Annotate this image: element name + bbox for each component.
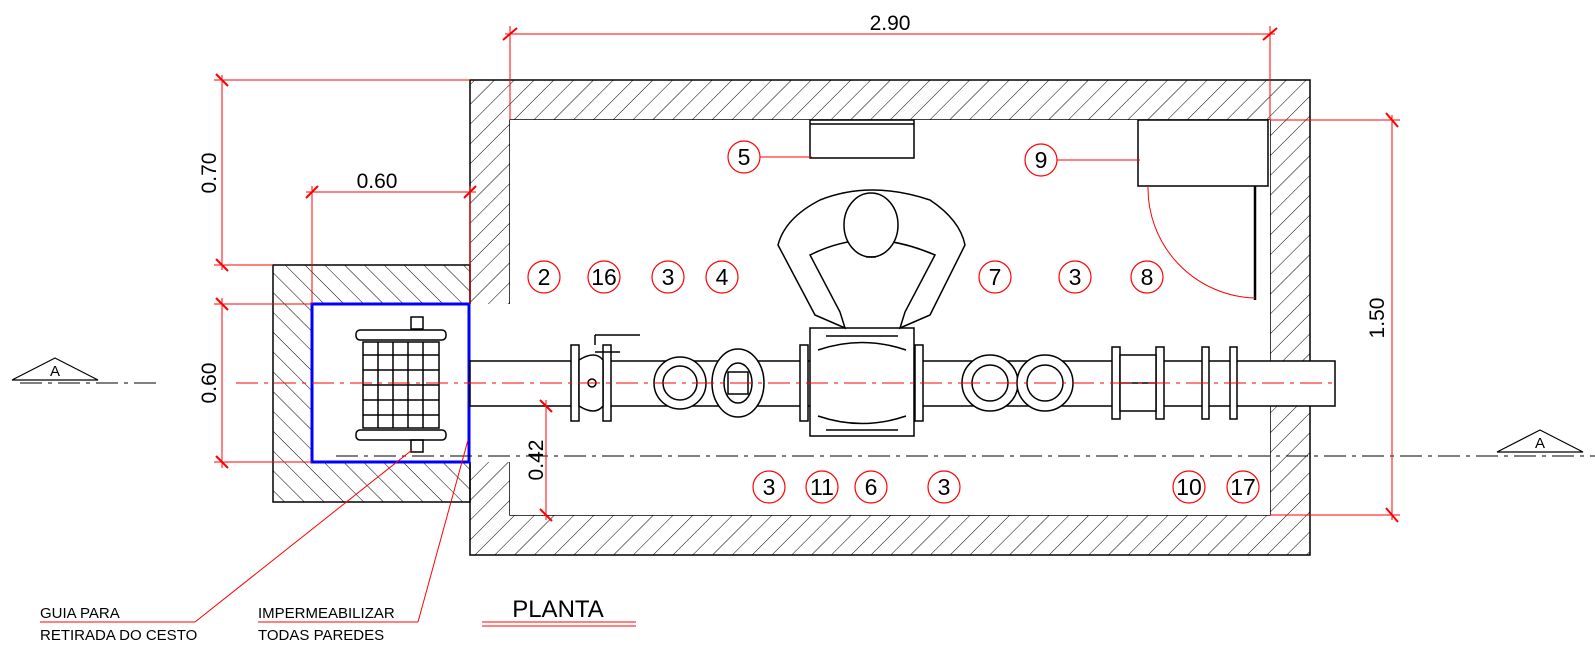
item-balloon: 5: [727, 140, 761, 174]
item-balloon-circle: [587, 260, 621, 294]
item-balloon: 3: [1058, 260, 1092, 294]
item-balloon-label: 7: [989, 264, 1002, 290]
item-balloon: 16: [587, 260, 621, 294]
item-balloon-label: 16: [591, 264, 617, 290]
control-panel: [1137, 119, 1269, 300]
dim-basket-width: 0.60: [357, 170, 398, 193]
note-waterproof-line1: IMPERMEABILIZAR: [258, 605, 395, 622]
item-balloon-circle: [1130, 260, 1164, 294]
item-balloon-label: 11: [810, 474, 834, 500]
item-balloon-label: 4: [716, 264, 729, 290]
item-balloon-label: 9: [1035, 147, 1048, 173]
dim-pipe-axis-offset: 0.42: [525, 440, 548, 481]
item-balloon-circle: [651, 260, 685, 294]
item-balloon-circle: [527, 260, 561, 294]
item-balloon-label: 2: [538, 264, 551, 290]
trash-basket: [355, 316, 447, 453]
item-balloon-circle: [805, 470, 839, 504]
item-balloon: 6: [854, 470, 888, 504]
item-balloon-circle: [705, 260, 739, 294]
item-balloon: 3: [752, 470, 786, 504]
door-swing-arc: [1147, 185, 1256, 299]
item-balloon-circle: [727, 140, 761, 174]
item-balloon: 9: [1024, 143, 1058, 177]
item-balloon-circle: [1172, 470, 1206, 504]
section-marker-right: [1496, 429, 1584, 453]
item-balloon: 17: [1226, 470, 1260, 504]
item-balloon-label: 8: [1141, 264, 1154, 290]
item-balloon-label: 17: [1230, 474, 1256, 500]
item-balloon: 11: [805, 470, 839, 504]
wall-bracket: [809, 119, 915, 159]
item-balloon-label: 3: [1069, 264, 1082, 290]
water-meter: [799, 327, 924, 437]
item-balloon-circle: [978, 260, 1012, 294]
item-balloon: 4: [705, 260, 739, 294]
item-balloon-label: 3: [763, 474, 776, 500]
drawing-title: PLANTA: [512, 596, 604, 623]
item-balloon-circle: [1058, 260, 1092, 294]
note-waterproof-line2: TODAS PAREDES: [258, 627, 384, 644]
dim-upper-offset: 0.70: [198, 153, 221, 194]
item-balloon-circle: [927, 470, 961, 504]
item-balloon: 3: [651, 260, 685, 294]
dim-height-total: 1.50: [1366, 298, 1389, 339]
item-balloon-circle: [1226, 470, 1260, 504]
item-balloon-label: 3: [662, 264, 675, 290]
note-guide-line1: GUIA PARA: [40, 605, 120, 622]
item-balloon: 8: [1130, 260, 1164, 294]
item-balloon: 2: [527, 260, 561, 294]
section-marker-left-label: A: [50, 363, 60, 380]
section-marker-right-label: A: [1535, 435, 1545, 452]
item-balloon-label: 6: [865, 474, 878, 500]
item-balloon-circle: [854, 470, 888, 504]
dim-basket-height: 0.60: [198, 363, 221, 404]
item-balloon-label: 5: [738, 144, 751, 170]
item-balloon: 7: [978, 260, 1012, 294]
item-balloon: 10: [1172, 470, 1206, 504]
item-balloon: 3: [927, 470, 961, 504]
note-leaders: [40, 439, 636, 627]
dim-width-total: 2.90: [870, 12, 911, 35]
section-marker-left: [11, 357, 99, 381]
dimension-lines: [214, 26, 1400, 523]
operator-figure: [777, 189, 966, 330]
item-balloon-label: 3: [938, 474, 951, 500]
note-guide-line2: RETIRADA DO CESTO: [40, 627, 197, 644]
item-balloon-label: 10: [1176, 474, 1202, 500]
item-balloon-circle: [1024, 143, 1058, 177]
item-balloons: 2 16 3 4 7 3 8 5 9 3 11 6 3 10 17: [527, 140, 1260, 504]
item-balloon-circle: [752, 470, 786, 504]
